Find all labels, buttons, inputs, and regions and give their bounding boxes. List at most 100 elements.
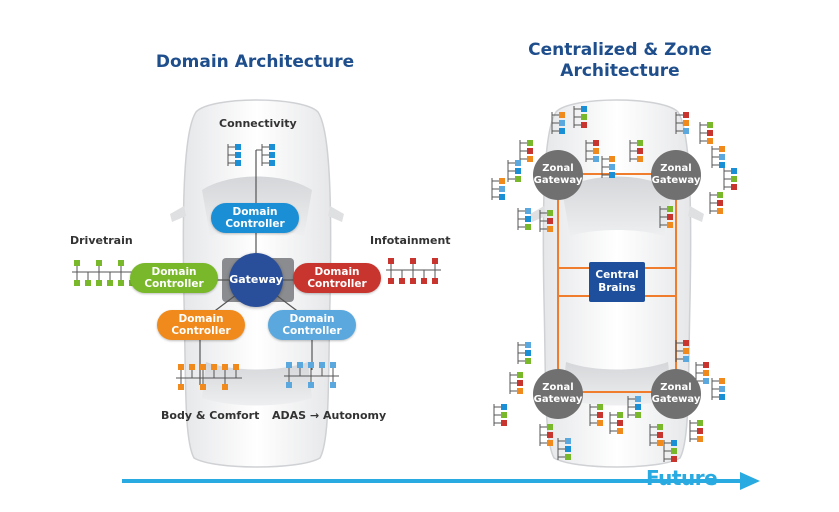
arrow-symbol: → [309, 409, 320, 422]
ecu-node [189, 364, 195, 370]
zonal-line2: Gateway [651, 394, 701, 405]
ecu-node [707, 122, 713, 128]
ecu-node [286, 382, 292, 388]
ecu-node [74, 280, 80, 286]
ecu-node [501, 404, 507, 410]
ecu-node [286, 362, 292, 368]
central-line1: Central [595, 269, 639, 281]
ecu-node [731, 176, 737, 182]
ecu-node [683, 356, 689, 362]
ecu-node [501, 412, 507, 418]
ecu-node [697, 428, 703, 434]
ecu-node [547, 432, 553, 438]
ecu-node [719, 386, 725, 392]
ecu-node [683, 340, 689, 346]
domain-controller-body: Domain Controller [157, 310, 245, 340]
ecu-node [107, 280, 113, 286]
ecu-node [657, 424, 663, 430]
ecu-node [671, 456, 677, 462]
ecu-node [527, 148, 533, 154]
ecu-node [719, 154, 725, 160]
ecu-node [517, 380, 523, 386]
zonal-line1: Zonal [542, 382, 574, 393]
ecu-node [717, 192, 723, 198]
ecu-node [525, 208, 531, 214]
right-title-line2: Architecture [560, 61, 680, 81]
ecu-node [597, 412, 603, 418]
ecu-node [421, 278, 427, 284]
future-arrow [122, 472, 760, 490]
ecu-node [719, 162, 725, 168]
ecu-node [547, 218, 553, 224]
ecu-node [637, 156, 643, 162]
ecu-node [399, 278, 405, 284]
ecu-node [269, 152, 275, 158]
ecu-node [719, 378, 725, 384]
ecu-node [517, 388, 523, 394]
zonal-line2: Gateway [533, 175, 583, 186]
ecu-node [667, 206, 673, 212]
ecu-node [525, 216, 531, 222]
ecu-node [719, 394, 725, 400]
ecu-node [731, 168, 737, 174]
ecu-node [235, 160, 241, 166]
ecu-node [501, 420, 507, 426]
domain-controller-infotainment: Domain Controller [293, 263, 381, 293]
central-brains: Central Brains [589, 262, 645, 302]
ecu-node [671, 440, 677, 446]
ecu-node [635, 396, 641, 402]
ecu-node [581, 114, 587, 120]
ecu-node [499, 194, 505, 200]
ecu-node [559, 128, 565, 134]
ecu-node [388, 258, 394, 264]
ecu-node [657, 440, 663, 446]
ecu-node [717, 208, 723, 214]
ecu-node [581, 106, 587, 112]
ecu-node [330, 362, 336, 368]
zonal-line1: Zonal [542, 163, 574, 174]
ecu-node [222, 364, 228, 370]
ecu-node [547, 440, 553, 446]
ecu-node [527, 156, 533, 162]
ecu-node [410, 278, 416, 284]
label-body-comfort: Body & Comfort [161, 409, 260, 422]
ecu-node [178, 384, 184, 390]
ecu-node [525, 350, 531, 356]
ecu-node [96, 280, 102, 286]
ecu-node [432, 258, 438, 264]
ecu-node [547, 424, 553, 430]
ecu-node [609, 156, 615, 162]
ecu-node [703, 362, 709, 368]
ecu-node [269, 160, 275, 166]
ecu-node [657, 432, 663, 438]
ecu-node [118, 260, 124, 266]
controller-line1: Domain [178, 313, 224, 325]
ecu-node [635, 412, 641, 418]
ecu-node [235, 144, 241, 150]
ecu-node [609, 164, 615, 170]
ecu-node [525, 358, 531, 364]
ecu-node [717, 200, 723, 206]
ecu-node [593, 140, 599, 146]
ecu-node [269, 144, 275, 150]
ecu-node [499, 186, 505, 192]
gateway-node: Gateway [229, 253, 283, 307]
ecu-node [635, 404, 641, 410]
ecu-node [683, 128, 689, 134]
ecu-node [499, 178, 505, 184]
controller-line2: Controller [171, 325, 231, 337]
label-adas: ADAS [272, 409, 307, 422]
controller-line2: Controller [282, 325, 342, 337]
ecu-node [388, 278, 394, 284]
ecu-nodes [72, 106, 737, 462]
ecu-node [667, 222, 673, 228]
zonal-gateway-rear-left: Zonal Gateway [533, 369, 583, 419]
ecu-node [517, 372, 523, 378]
ecu-node [565, 438, 571, 444]
label-adas-autonomy: ADAS → Autonomy [272, 409, 386, 422]
future-label: Future [646, 466, 718, 490]
ecu-node [719, 146, 725, 152]
ecu-node [683, 120, 689, 126]
ecu-node [525, 342, 531, 348]
